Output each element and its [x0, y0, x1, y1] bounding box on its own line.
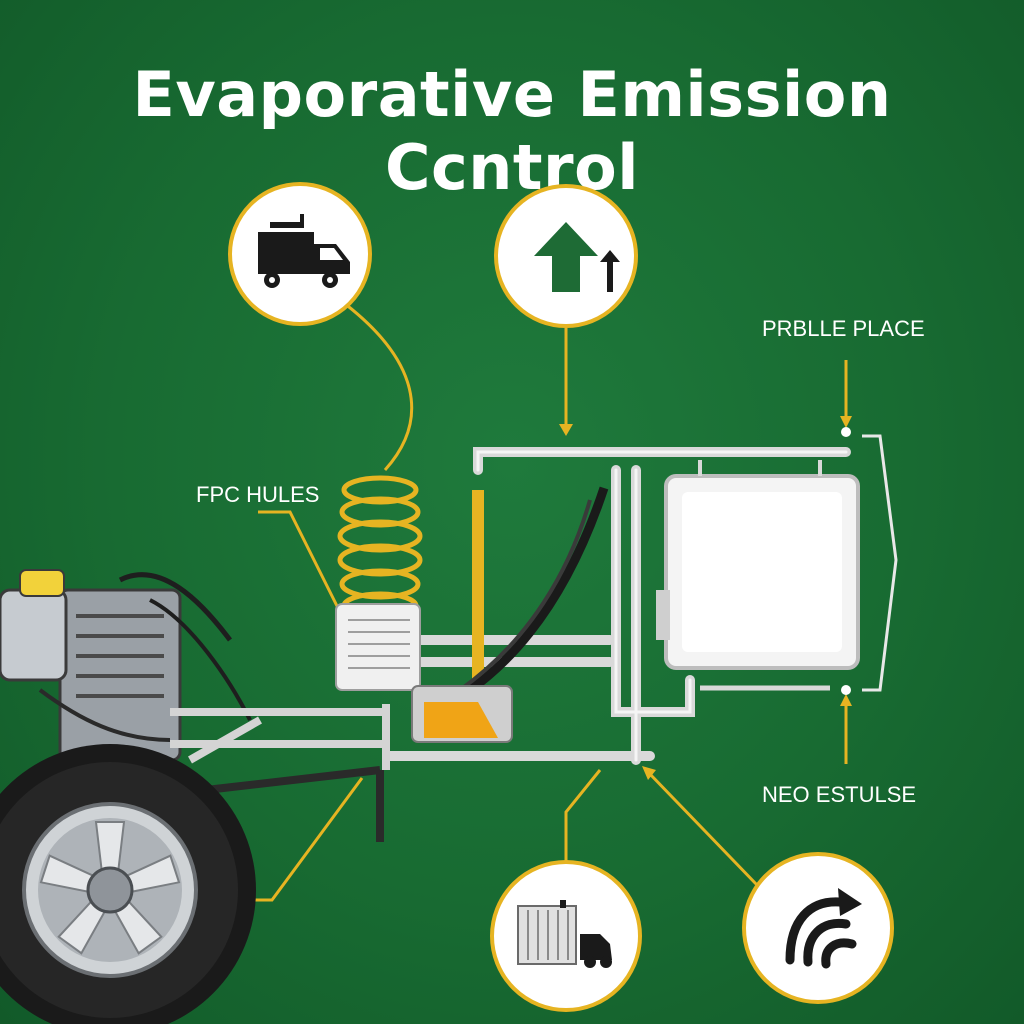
vent-hose [467, 486, 609, 694]
diagram-title: Evaporative Emission Ccntrol [132, 58, 892, 204]
fpc-hules-label: FPC HULES [196, 482, 320, 507]
prblle-place-label: PRBLLE PLACE [762, 316, 925, 341]
fuel-vapor-tank [411, 685, 513, 743]
neo-estulse-label: NEO ESTULSE [762, 782, 917, 807]
engine-assembly [0, 569, 252, 762]
connector-bottom-right [646, 770, 760, 888]
connector-bottom-center [564, 769, 602, 864]
connector-lines [232, 298, 852, 902]
vapor-flow-icon [742, 852, 894, 1004]
charcoal-canister [656, 460, 860, 691]
bracket [862, 434, 898, 692]
pipe-top [473, 447, 851, 475]
radiator-truck-icon [490, 860, 642, 1012]
purge-valve [335, 603, 421, 691]
chassis-frame [170, 704, 390, 770]
connector-truck-coil [339, 298, 414, 472]
up-arrow-icon [494, 184, 638, 328]
connector-fpc-label [258, 510, 342, 613]
wheel [0, 744, 256, 1024]
truck-icon [228, 182, 372, 326]
